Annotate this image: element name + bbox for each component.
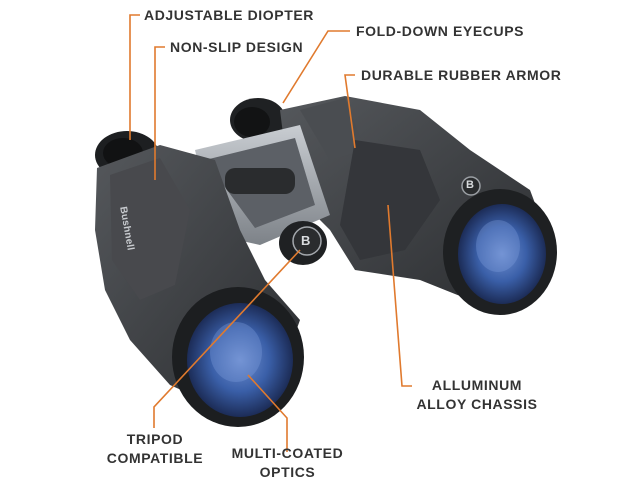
leader-adjustable-diopter — [129, 14, 140, 140]
callout-optics-line2: OPTICS — [259, 464, 316, 480]
leader-durable-rubber-armor — [344, 74, 356, 149]
callout-multi-coated-optics: MULTI-COATED OPTICS — [225, 444, 350, 482]
leader-lines — [129, 14, 412, 452]
left-objective-lens — [172, 287, 304, 427]
leader-tripod — [153, 249, 301, 428]
leader-non-slip-design — [154, 46, 165, 180]
callout-tripod-compatible: TRIPOD COMPATIBLE — [90, 430, 220, 468]
leader-optics — [247, 374, 288, 452]
callout-durable-rubber-armor: DURABLE RUBBER ARMOR — [361, 67, 562, 83]
callout-fold-down-eyecups: FOLD-DOWN EYECUPS — [356, 23, 525, 39]
focus-wheel-logo-letter: B — [301, 233, 311, 248]
focus-wheel — [279, 221, 327, 265]
callout-adjustable-diopter: ADJUSTABLE DIOPTER — [144, 7, 314, 23]
leader-alluminum — [387, 204, 412, 387]
right-logo-badge — [461, 176, 481, 196]
callout-alluminum-line2: ALLOY CHASSIS — [416, 396, 538, 412]
callout-tripod-line1: TRIPOD — [126, 431, 184, 447]
right-logo-letter: B — [466, 179, 475, 191]
callout-tripod-line2: COMPATIBLE — [106, 450, 204, 466]
callout-alluminum-alloy-chassis: ALLUMINUM ALLOY CHASSIS — [412, 376, 542, 414]
callout-alluminum-line1: ALLUMINUM — [431, 377, 523, 393]
rear-eyecup — [230, 98, 286, 142]
leader-fold-down-eyecups — [282, 30, 350, 104]
callout-non-slip-design: NON-SLIP DESIGN — [170, 39, 304, 55]
right-objective-lens — [443, 189, 557, 315]
callout-optics-line1: MULTI-COATED — [231, 445, 344, 461]
